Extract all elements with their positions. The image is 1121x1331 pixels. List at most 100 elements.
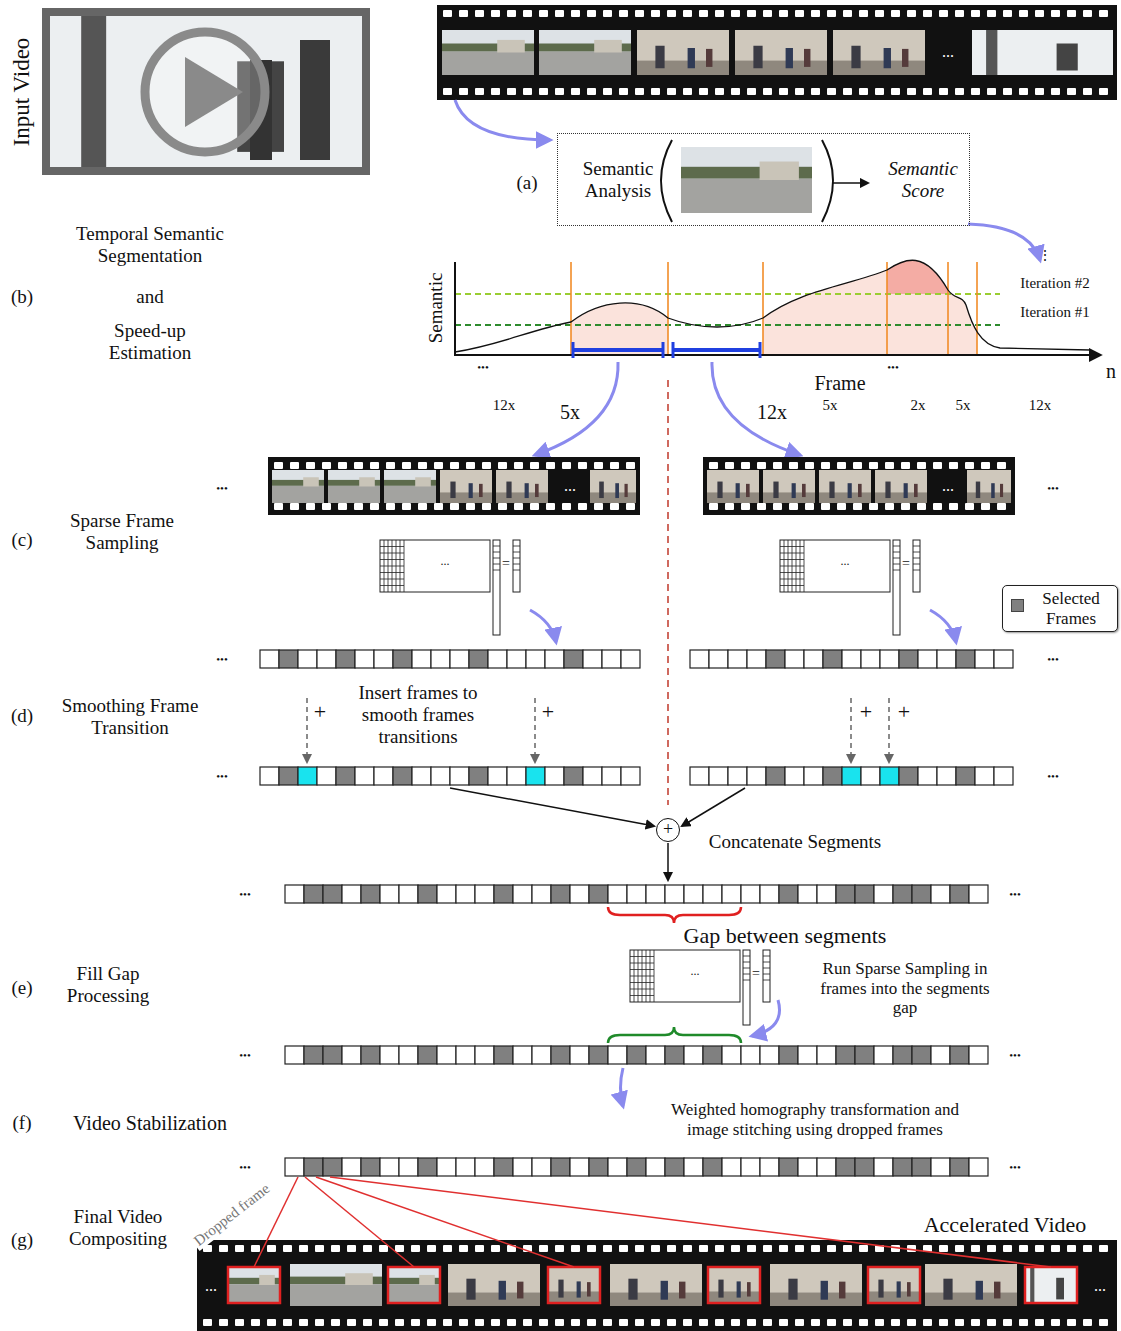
equals-sign: = [902, 556, 910, 572]
sprocket-hole [1003, 1319, 1012, 1326]
sprocket-hole [1003, 10, 1012, 17]
frame-cell [880, 650, 899, 668]
sprocket-hole [949, 462, 958, 469]
sprocket-hole [571, 10, 580, 17]
sprocket-hole [965, 503, 974, 510]
frame-cell [285, 885, 304, 903]
ellipsis: ••• [887, 361, 899, 374]
frame-cell [646, 1046, 665, 1064]
frame-image [259, 1275, 275, 1285]
sprocket-hole [530, 503, 539, 510]
sprocket-hole [274, 503, 283, 510]
frame-cell [760, 1158, 779, 1176]
parenthesis [661, 140, 672, 222]
sprocket-hole [1067, 88, 1076, 95]
semantic-curve [455, 260, 1090, 352]
sprocket-hole [635, 1319, 644, 1326]
frame-image [466, 1279, 475, 1300]
dropped-frame-link [305, 1177, 414, 1267]
frame-cell [526, 767, 545, 785]
sprocket-hole [475, 10, 484, 17]
frame-cell [570, 1046, 589, 1064]
vector-grid [913, 546, 920, 547]
sprocket-hole [763, 1319, 772, 1326]
frame-cell [374, 767, 393, 785]
sprocket-hole [949, 503, 958, 510]
frame-image [907, 1282, 911, 1296]
sprocket-hole [651, 88, 660, 95]
step-title: Fill Gap Processing [58, 963, 158, 1007]
matrix-grid [780, 566, 804, 567]
frame-image [770, 1264, 862, 1306]
sprocket-hole [795, 1245, 804, 1252]
sprocket-hole [475, 1319, 484, 1326]
sprocket-hole [331, 1319, 340, 1326]
sprocket-hole [267, 1245, 276, 1252]
frame-cell [798, 885, 817, 903]
frame-image [943, 1279, 952, 1300]
vector-grid [913, 564, 920, 565]
sprocket-hole [795, 10, 804, 17]
ellipsis: ••• [239, 888, 251, 901]
sprocket-hole [363, 1245, 372, 1252]
matrix-grid [780, 559, 804, 560]
sprocket-hole [667, 10, 676, 17]
frame-cell [766, 650, 785, 668]
frame-cell [336, 767, 355, 785]
sprocket-hole [290, 462, 299, 469]
equals-sign: = [752, 966, 760, 982]
frame-cell [893, 1046, 912, 1064]
sprocket-hole [843, 88, 852, 95]
sprocket-hole [1099, 10, 1108, 17]
frame-cell [304, 885, 323, 903]
frame-image [681, 179, 812, 213]
frame-image [303, 477, 319, 486]
frame-image [610, 1264, 702, 1306]
ellipsis: ••• [216, 770, 228, 783]
sprocket-hole [1099, 1245, 1108, 1252]
sprocket-hole [555, 1245, 564, 1252]
frame-image [517, 1282, 523, 1299]
speedup-label: 12x [493, 397, 516, 414]
sprocket-hole [763, 10, 772, 17]
frame-cell [779, 1158, 798, 1176]
frame-image [829, 482, 834, 499]
frame-cell [380, 885, 399, 903]
frame-cell [323, 1046, 342, 1064]
matrix-grid [630, 982, 654, 983]
sprocket-hole [594, 462, 603, 469]
sprocket-hole [1099, 88, 1108, 95]
frame-cell [741, 885, 760, 903]
frame-image [448, 1264, 540, 1306]
arrow [832, 182, 868, 184]
sprocket-hole [1083, 10, 1092, 17]
frame-cell [602, 767, 621, 785]
sprocket-hole [1035, 1319, 1044, 1326]
frame-cell [627, 1046, 646, 1064]
sprocket-hole [434, 462, 443, 469]
frame-image [819, 470, 871, 503]
sprocket-hole [795, 88, 804, 95]
ellipsis: ••• [1009, 1161, 1021, 1174]
sprocket-hole [987, 10, 996, 17]
sprocket-hole [331, 1245, 340, 1252]
process-box: Semantic AnalysisSemantic Score [557, 133, 970, 226]
frame-cell [431, 650, 450, 668]
plus-sign: + [860, 699, 872, 724]
ellipsis: ••• [239, 1049, 251, 1062]
frame-cell [899, 650, 918, 668]
vector-grid [493, 546, 500, 547]
play-icon [145, 32, 265, 152]
sprocket-hole [459, 10, 468, 17]
sprocket-hole [981, 462, 990, 469]
sprocket-hole [933, 462, 942, 469]
segment-bar-end [662, 342, 665, 358]
sprocket-hole [219, 1245, 228, 1252]
frame-cell [956, 767, 975, 785]
frame-cell [994, 650, 1013, 668]
ellipsis: ••• [239, 1161, 251, 1174]
frame-image [469, 483, 473, 498]
frame-cell [361, 885, 380, 903]
vector-grid [493, 552, 500, 553]
sprocket-hole [773, 503, 782, 510]
